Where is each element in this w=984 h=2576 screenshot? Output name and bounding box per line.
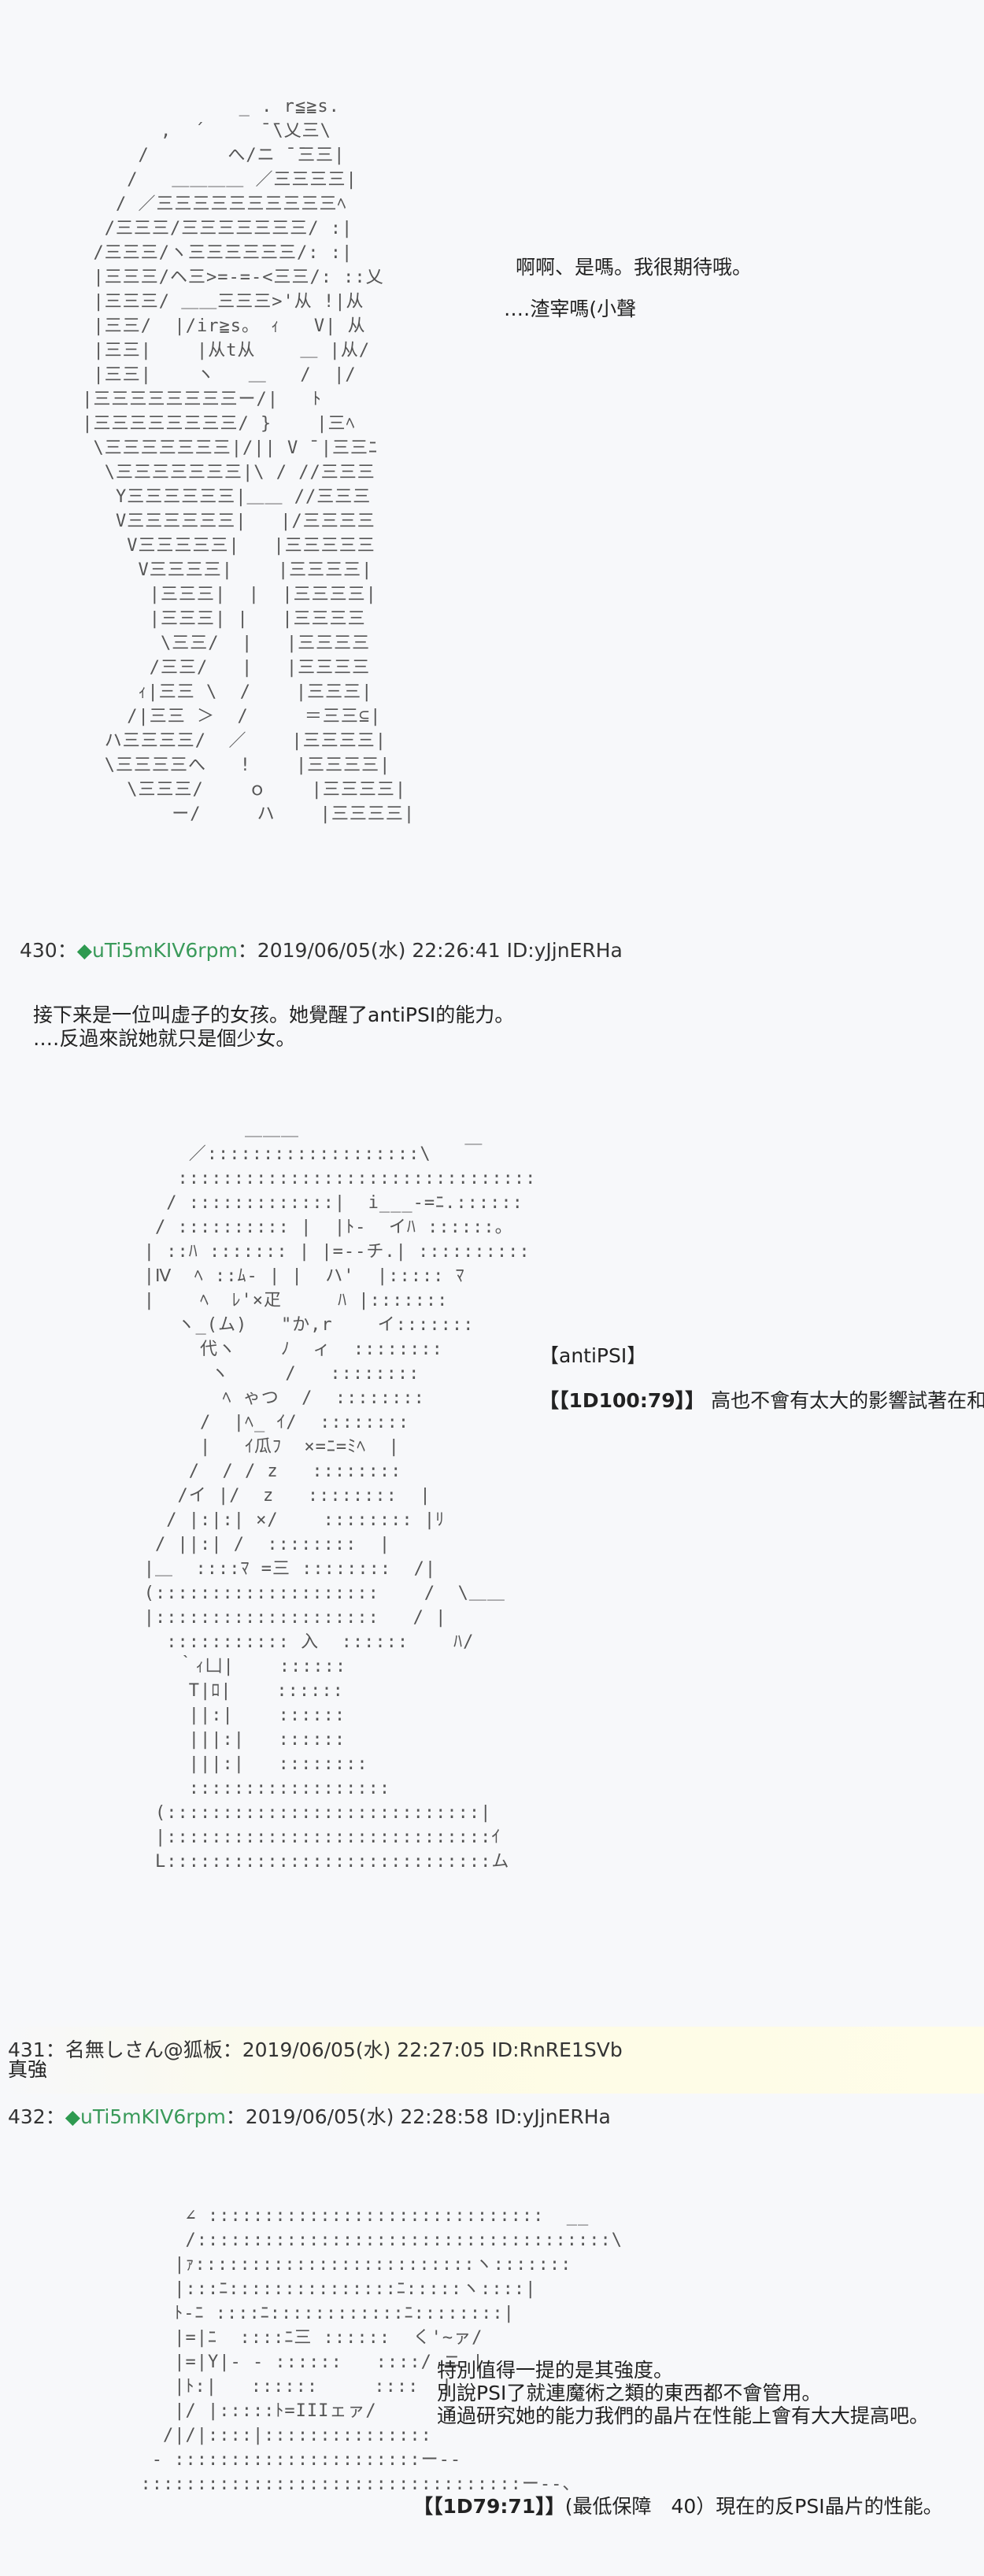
post-number[interactable]: 432 bbox=[8, 2105, 46, 2128]
dice-result: 【【1D100:79】】 bbox=[539, 1389, 705, 1412]
dice-line: 【【1D79:71】】(最低保障 40）現在的反PSI晶片的性能。 bbox=[413, 2495, 943, 2519]
ascii-art-1: _ . r≦≧s. , ´ ̄ ̄\乂三\ / へ/ニ ̄ ̄三三| / ＿＿＿… bbox=[82, 97, 416, 824]
poster-name: uTi5mKIV6rpm bbox=[80, 2105, 226, 2128]
skill-tag: 【antiPSI】 bbox=[539, 1344, 647, 1367]
post-header: 430：◆uTi5mKIV6rpm：2019/06/05(水) 22:26:41… bbox=[20, 935, 623, 963]
post-header: 431：名無しさん@狐板：2019/06/05(水) 22:27:05 ID:R… bbox=[8, 2035, 623, 2063]
dice-text: (最低保障 40）現在的反PSI晶片的性能。 bbox=[564, 2495, 943, 2518]
post-datetime-id: ：2019/06/05(水) 22:27:05 ID:RnRE1SVb bbox=[222, 2038, 623, 2061]
post-body-line: 接下来是一位叫虚子的女孩。她覺醒了antiPSI的能力。 bbox=[33, 1003, 515, 1026]
post-highlight bbox=[0, 2027, 984, 2094]
post-datetime-id: ：2019/06/05(水) 22:26:41 ID:yJjnERHa bbox=[237, 939, 623, 962]
post-body-line: 真強 bbox=[8, 2058, 48, 2081]
narration-line: 特別值得一提的是其強度。 bbox=[437, 2359, 674, 2382]
post-number[interactable]: 431 bbox=[8, 2038, 46, 2061]
dice-text: 高也不會有太大的影響試著在和P bbox=[705, 1389, 984, 1412]
poster-name: uTi5mKIV6rpm bbox=[91, 939, 238, 962]
dialogue-line: ‥‥渣宰嗎(小聲 bbox=[504, 298, 637, 320]
narration-line: 通過研究她的能力我們的晶片在性能上會有大大提高吧。 bbox=[437, 2404, 930, 2427]
post-datetime-id: ：2019/06/05(水) 22:28:58 ID:yJjnERHa bbox=[225, 2105, 611, 2128]
separator: ： bbox=[45, 2105, 65, 2128]
ascii-art-2: ＿＿＿ ／:::::::::::::::::::\ ￣ ::::::::::::… bbox=[143, 1120, 537, 1872]
dice-result: 【【1D79:71】】 bbox=[413, 2495, 565, 2518]
separator: ： bbox=[57, 939, 77, 962]
separator: ： bbox=[45, 2038, 65, 2061]
poster-name: 名無しさん@狐板 bbox=[65, 2038, 223, 2061]
post-body-line: ‥‥反過來說她就只是個少女。 bbox=[33, 1027, 296, 1050]
dice-line: 【【1D100:79】】 高也不會有太大的影響試著在和P bbox=[539, 1389, 984, 1413]
post-number[interactable]: 430 bbox=[20, 939, 57, 962]
ascii-art-3: ∠ :::::::::::::::::::::::::::::: __ /:::… bbox=[140, 2206, 623, 2494]
dialogue-line: 啊啊、是嗎。我很期待哦。 bbox=[516, 256, 753, 279]
narration-line: 別說PSI了就連魔術之類的東西都不會管用。 bbox=[437, 2382, 822, 2404]
post-header: 432：◆uTi5mKIV6rpm：2019/06/05(水) 22:28:58… bbox=[8, 2101, 611, 2130]
trip-diamond-icon: ◆ bbox=[65, 2105, 80, 2128]
trip-diamond-icon: ◆ bbox=[76, 939, 92, 962]
